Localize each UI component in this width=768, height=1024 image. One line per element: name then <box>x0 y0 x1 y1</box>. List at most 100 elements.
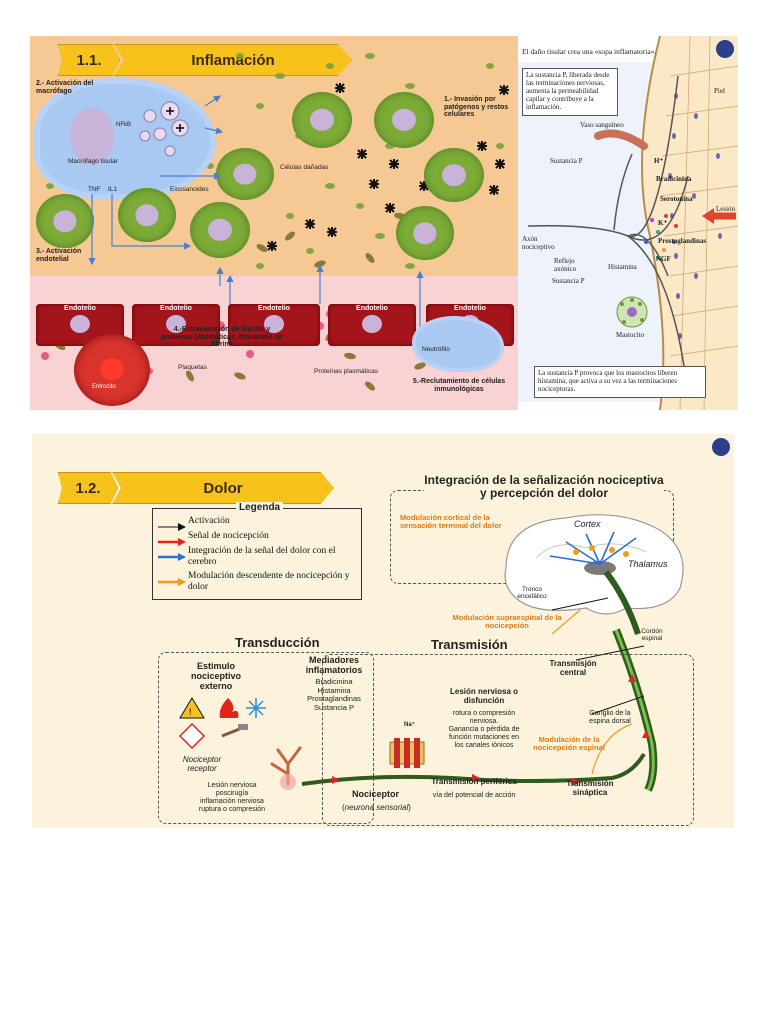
label-h-plus: H⁺ <box>654 157 664 165</box>
label-mast-cell: Mastocito <box>616 331 644 339</box>
label-serotonin: Serotonina <box>660 195 693 203</box>
legend-item: Señal de nocicepción <box>158 531 356 546</box>
label-platelets: Plaquetas <box>178 364 207 371</box>
synaptic-transmission: Transmisión sináptica <box>566 779 614 797</box>
legend-arrow-icon <box>158 518 188 531</box>
panel-title-tag: Inflamación <box>114 44 352 76</box>
label-invasion: 1.- Invasión por patógenos y restos celu… <box>444 96 509 119</box>
integration-title: Integración de la señalización nocicepti… <box>424 473 664 501</box>
label-tissue-macrophage: Macrófago tisular <box>68 158 118 165</box>
legend-arrow-icon <box>158 548 188 561</box>
skin-layer <box>641 36 738 410</box>
list-item: Prostaglandinas <box>307 694 361 704</box>
list-item: Histamina <box>317 685 351 695</box>
nerve-fibers <box>527 75 736 367</box>
list-item: nerviosa. <box>469 718 499 726</box>
label-prostaglandins: Prostaglandinas <box>658 237 707 245</box>
label-substance-p2: Sustancia P <box>552 277 585 285</box>
endothelium-cell: Endotelio <box>328 304 416 346</box>
action-potential: vía del potencial de acción <box>432 792 516 799</box>
label-na-plus: Na⁺ <box>404 722 415 728</box>
academy-logo-icon-2 <box>712 438 730 456</box>
legend-label: Integración de la señal del dolor con el… <box>188 546 336 567</box>
list-item: función mutaciones en <box>448 734 520 742</box>
label-brainstem: Tronco encefálico <box>517 586 547 601</box>
neutrophil <box>416 320 500 368</box>
spinal-modulation: Modulación de la nocicepción espinal <box>533 735 605 753</box>
legend-item: Modulación descendente de nocicepción y … <box>158 571 356 593</box>
label-tnf: TNF <box>88 186 101 193</box>
damaged-cell <box>292 92 352 148</box>
list-item: rotura o compresión <box>452 710 516 717</box>
sensory-neuron: (neurona sensorial) <box>342 803 411 812</box>
label-histamine: Histamina <box>608 263 637 271</box>
sensory-neuron-text: neurona sensorial <box>344 803 409 812</box>
label-bradykinin: Bradicinina <box>656 175 692 183</box>
damaged-cell <box>190 202 250 258</box>
transduction-title: Transducción <box>232 635 323 651</box>
list-item: Sustancia P <box>313 702 355 712</box>
panel-number-tag-2: 1.2. <box>58 472 118 504</box>
spinal-cord <box>301 597 658 792</box>
panel-inflammation: 1.1. Inflamación <box>30 36 738 410</box>
list-item: Ganancia o pérdida de <box>448 726 520 734</box>
brain-illustration <box>504 514 684 635</box>
damaged-cell <box>118 188 176 242</box>
legend-title: Legenda <box>236 502 284 513</box>
damaged-cell <box>216 148 274 200</box>
label-axon: Axón nociceptivo <box>522 235 555 251</box>
label-plasma-proteins: Proteínas plasmáticas <box>314 368 378 375</box>
legend-item: Integración de la señal del dolor con el… <box>158 546 356 568</box>
label-injury: Lesión <box>716 205 736 213</box>
academy-logo-icon <box>716 40 734 58</box>
damaged-cell <box>374 92 434 148</box>
nociceptor-ending <box>270 746 302 790</box>
label-substance-p: Sustancia P <box>550 157 583 165</box>
label-spinal-cord: Cordón espinal <box>641 628 663 643</box>
endothelium-cell: Endotelio <box>132 304 220 346</box>
erythrocyte-center <box>100 358 124 380</box>
damaged-cell <box>36 194 94 248</box>
label-eicosanoids: Eicosanoides <box>170 186 209 193</box>
legend-arrow-icon <box>158 573 188 586</box>
label-recruitment: 5.-Reclutamiento de células inmunológica… <box>412 378 506 393</box>
list-item: Lesión nerviosa <box>207 782 257 789</box>
label-extravasation: 4.-Extravasación de líquido y proteínas … <box>161 326 283 349</box>
transduction-box <box>158 652 374 824</box>
label-nfkb: NFkB <box>116 122 131 128</box>
ion-channel <box>389 738 425 768</box>
label-il1: IL1 <box>108 186 118 193</box>
list-item: inflamación nerviosa <box>200 798 264 806</box>
legend-item: Activación <box>158 516 356 531</box>
granules <box>139 101 189 157</box>
label-macrophage-activation: 2.- Activación del macrófago <box>36 80 94 95</box>
label-ngf: NGF <box>656 255 671 263</box>
mediators-title: Mediadores inflamatorios <box>305 655 363 675</box>
label-nociceptor-receptor: Nociceptor receptor <box>182 755 222 773</box>
info-box-bottom: La sustancia P provoca que los mastocito… <box>534 366 706 398</box>
ganglion-label: Ganglio de la espina dorsal <box>589 710 631 725</box>
signal-arrows <box>88 95 424 336</box>
peripheral-transmission: Transmisión periférica <box>431 777 517 786</box>
label-skin: Piel <box>714 87 725 95</box>
label-damaged-cells: Células dañadas <box>280 164 329 171</box>
nerve-injury-title: Lesión nerviosa o disfunción <box>449 687 519 705</box>
nociceptor-title: Nociceptor <box>352 789 400 799</box>
endothelium-cell: Endotelio <box>228 304 320 346</box>
legend-label: Señal de nocicepción <box>188 531 269 541</box>
label-reflex: Reflejo axónico <box>554 257 577 273</box>
legend-label: Activación <box>188 516 230 526</box>
list-item: los canales iónicos <box>454 742 514 750</box>
label-k-plus: K⁺ <box>658 219 668 227</box>
panel-title-tag-2: Dolor <box>112 472 334 504</box>
list-item: Bradicinina <box>315 677 353 686</box>
supraspinal-modulation: Modulación supraespinal de la nocicepció… <box>452 613 562 631</box>
label-thalamus: Thalamus <box>628 559 668 569</box>
central-transmission: Transmisjón central <box>549 659 597 677</box>
right-header: El daño tisular crea una «sopa inflamato… <box>522 47 657 56</box>
